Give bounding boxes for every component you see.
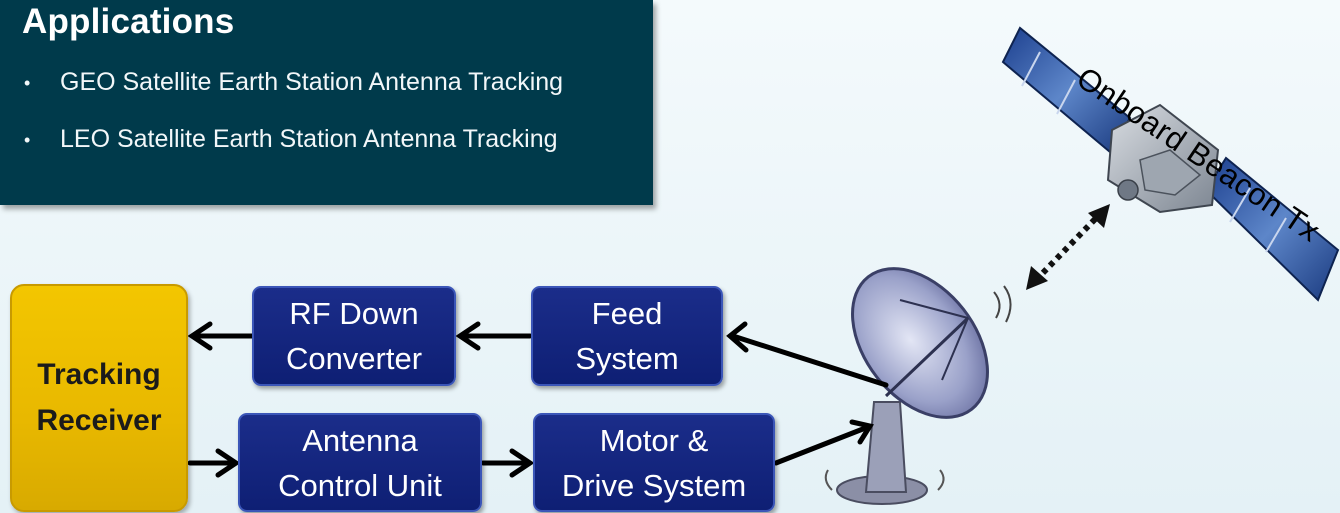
- block-label-line2: Converter: [285, 341, 423, 376]
- applications-item-label: GEO Satellite Earth Station Antenna Trac…: [60, 68, 564, 96]
- satellite-icon: [1001, 26, 1340, 302]
- arrow-head: [509, 448, 535, 478]
- flow-arrows: [187, 321, 889, 478]
- arrow-head: [849, 419, 874, 445]
- arrow-dish-to-feed: [730, 333, 889, 388]
- block-label-line1: Tracking: [37, 358, 161, 391]
- beacon-link-arrow: [1026, 204, 1110, 290]
- arrow-head: [187, 321, 213, 351]
- tracking-receiver-block: Tracking Receiver: [10, 284, 188, 512]
- block-label-line1: RF Down: [289, 296, 419, 331]
- block-label-line1: Antenna: [302, 422, 418, 458]
- applications-panel: Applications • GEO Satellite Earth Statio…: [0, 0, 653, 205]
- arrow-head: [726, 321, 749, 353]
- arrow-head: [455, 321, 481, 351]
- applications-item-geo: • GEO Satellite Earth Station Antenna Tra…: [24, 68, 563, 97]
- arrow-head: [215, 448, 241, 478]
- applications-item-label: LEO Satellite Earth Station Antenna Trac…: [60, 125, 558, 153]
- block-label-line2: Receiver: [36, 404, 162, 437]
- bullet-icon: •: [24, 72, 31, 93]
- applications-item-leo: • LEO Satellite Earth Station Antenna Tra…: [24, 125, 558, 154]
- rf-down-converter-block: RF Down Converter: [252, 286, 456, 386]
- bullet-icon: •: [24, 129, 31, 150]
- block-label-line2: Drive System: [561, 467, 747, 503]
- block-label-line1: Feed: [591, 296, 663, 331]
- motor-drive-system-block: Motor & Drive System: [533, 413, 775, 512]
- block-label-line1: Motor &: [599, 422, 709, 458]
- feed-system-block: Feed System: [531, 286, 723, 386]
- block-label-line2: Control Unit: [278, 467, 442, 503]
- applications-title: Applications: [22, 2, 235, 41]
- block-label-line2: System: [575, 341, 679, 376]
- dish-antenna-icon: [824, 267, 1012, 505]
- arrow-motor-to-dish: [773, 424, 871, 466]
- antenna-control-unit-block: Antenna Control Unit: [238, 413, 482, 512]
